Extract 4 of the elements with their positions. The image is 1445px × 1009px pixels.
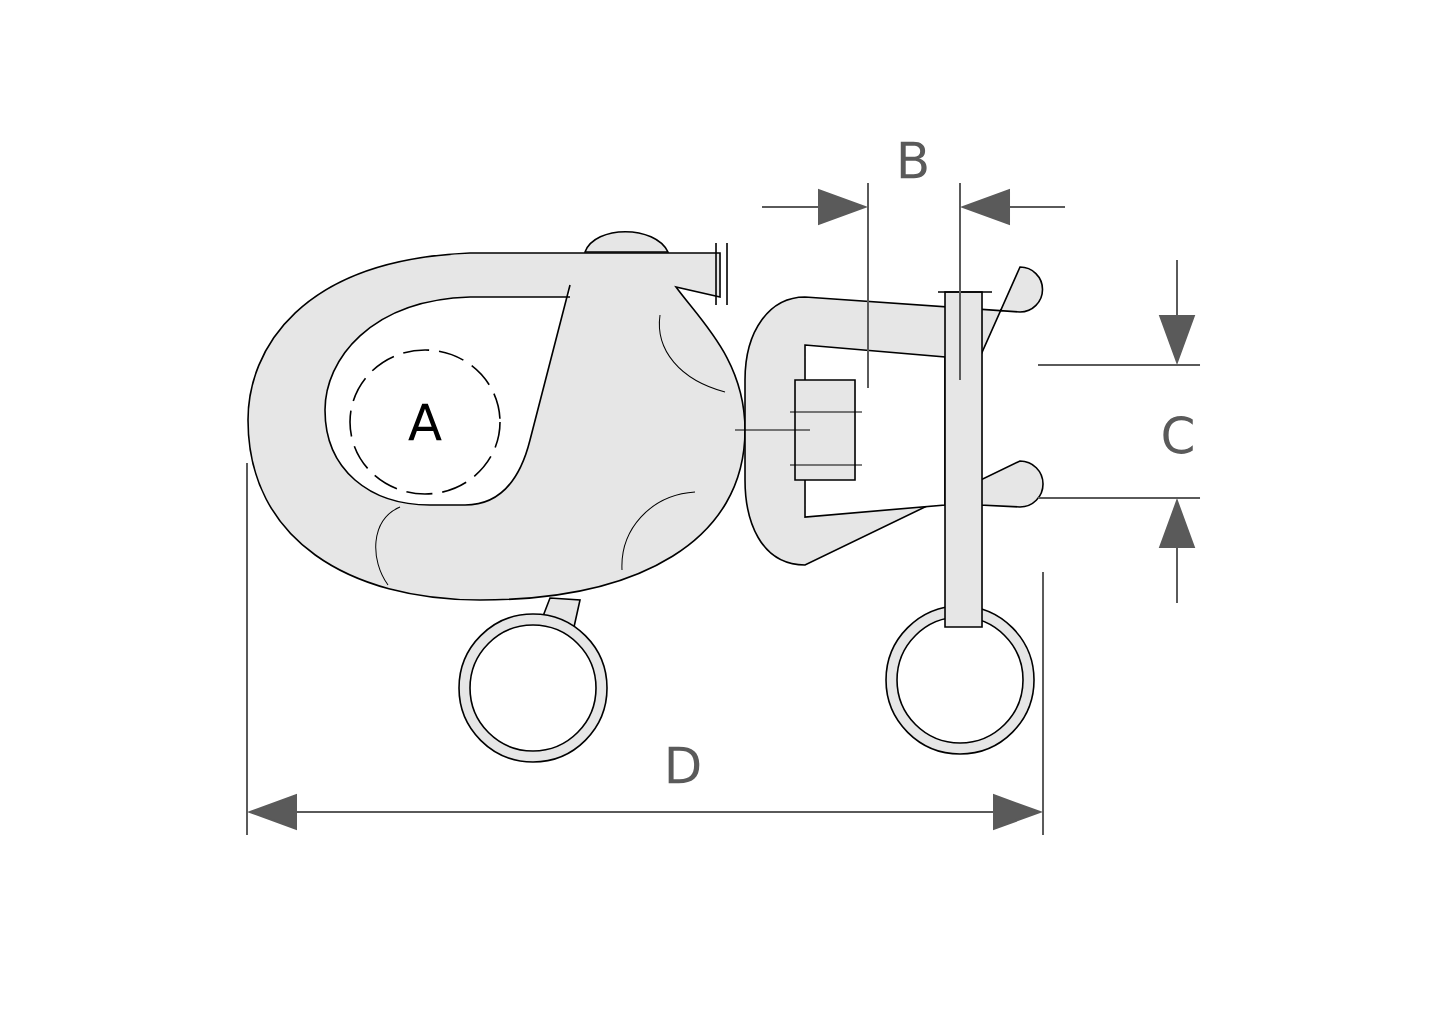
- dimension-label: D: [668, 746, 700, 784]
- dimension-label: B: [900, 141, 927, 179]
- dimension-label: C: [1163, 416, 1193, 454]
- dimension-label: A: [408, 403, 442, 441]
